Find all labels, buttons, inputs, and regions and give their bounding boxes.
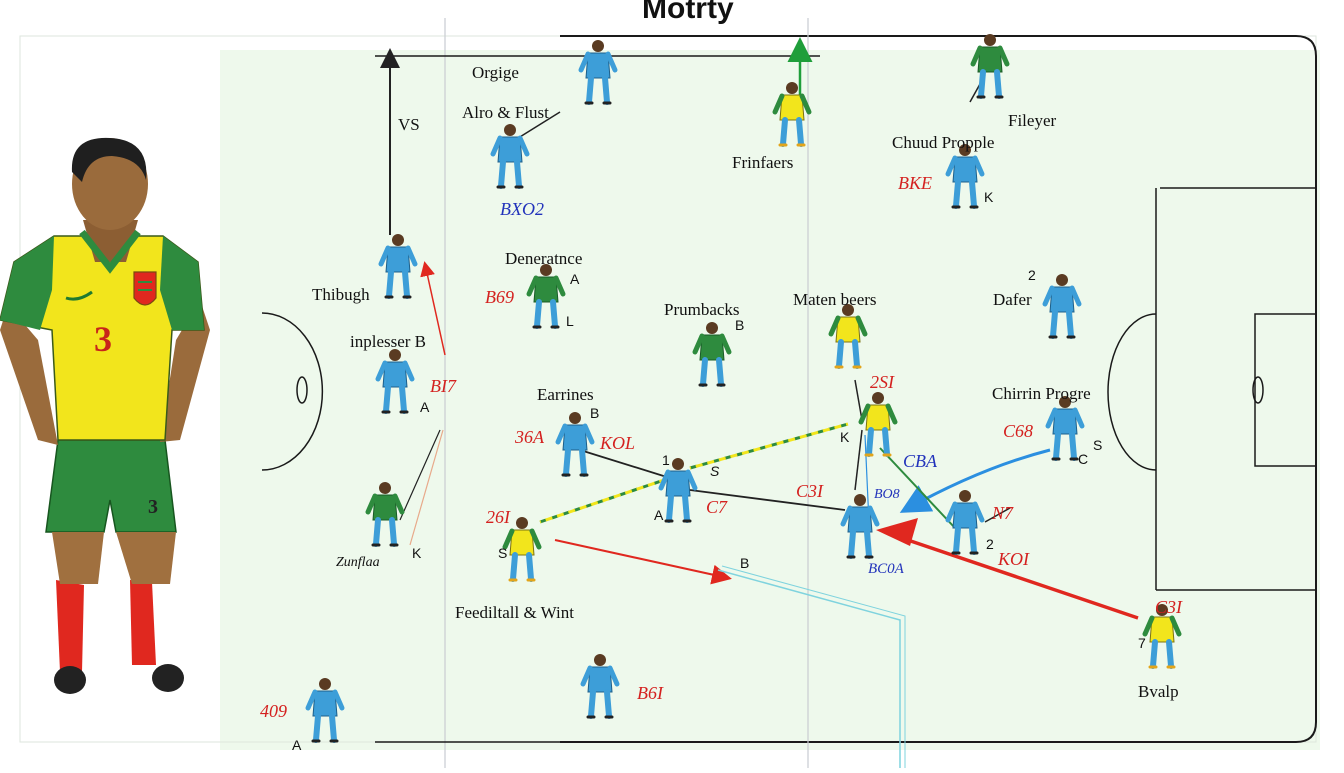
position-code: B69 bbox=[485, 287, 514, 307]
tag-letter: B bbox=[740, 555, 750, 571]
player-label: Orgige bbox=[472, 63, 519, 82]
tag-letter: K bbox=[412, 545, 422, 561]
tag-letter: 2 bbox=[986, 536, 994, 552]
player-label: Zunflaa bbox=[336, 555, 380, 570]
position-code: C7 bbox=[706, 497, 728, 517]
tag-letter: A bbox=[570, 271, 580, 287]
position-code: BO8 bbox=[874, 487, 900, 502]
tag-letter: K bbox=[840, 429, 850, 445]
player-label: Frinfaers bbox=[732, 153, 794, 172]
tag-letter: B bbox=[735, 317, 745, 333]
tag-letter: A bbox=[292, 737, 302, 753]
position-code: C3I bbox=[796, 481, 823, 501]
tag-letter: S bbox=[498, 545, 508, 561]
player-label: Earrines bbox=[537, 385, 594, 404]
position-code: C68 bbox=[1003, 421, 1034, 441]
player-label: Dafer bbox=[993, 290, 1032, 309]
tag-letter: A bbox=[420, 399, 430, 415]
position-code: N7 bbox=[992, 503, 1014, 523]
tag-letter: S bbox=[710, 463, 720, 479]
tag-letter: 2 bbox=[1028, 267, 1036, 283]
position-code: 36A bbox=[515, 427, 544, 447]
player-label: Deneratnce bbox=[505, 249, 583, 268]
tag-letter: K bbox=[984, 189, 994, 205]
position-code: 26I bbox=[486, 507, 510, 527]
player-label: Thibugh bbox=[312, 285, 370, 304]
player-label: Maten beers bbox=[793, 290, 877, 309]
jersey-number: 3 bbox=[94, 319, 112, 359]
tag-letter: 7 bbox=[1138, 635, 1146, 651]
tag-letter: S bbox=[1093, 437, 1103, 453]
position-code: C3I bbox=[1155, 597, 1182, 617]
player-label: Alro & Flust bbox=[462, 103, 549, 122]
position-code: B6I bbox=[637, 683, 663, 703]
shorts-number: 3 bbox=[148, 496, 158, 518]
player-label: Bvalp bbox=[1138, 682, 1179, 701]
player-label: inplesser B bbox=[350, 332, 427, 351]
player-label: Prumbacks bbox=[664, 300, 740, 319]
position-code: KOI bbox=[998, 549, 1029, 569]
page-title: Motrty bbox=[642, 0, 734, 25]
player-label: Feediltall & Wint bbox=[455, 603, 574, 622]
position-code: 409 bbox=[260, 701, 287, 721]
position-code: BC0A bbox=[868, 561, 904, 577]
position-code: BKE bbox=[898, 173, 932, 193]
tag-letter: L bbox=[566, 313, 574, 329]
player-label: Chirrin Progre bbox=[992, 384, 1091, 403]
player-label: Chuud Propple bbox=[892, 133, 995, 152]
position-code: BXO2 bbox=[500, 199, 544, 219]
position-code: CBA bbox=[903, 451, 937, 471]
player-label: Fileyer bbox=[1008, 111, 1057, 130]
featured-player bbox=[0, 137, 210, 694]
tag-letter: C bbox=[1078, 451, 1089, 467]
tag-letter: 1 bbox=[662, 452, 670, 468]
position-code: BI7 bbox=[430, 376, 456, 396]
position-code: KOL bbox=[600, 433, 636, 453]
player-label: VS bbox=[398, 115, 420, 134]
tag-letter: A bbox=[654, 507, 664, 523]
position-code: 2SI bbox=[870, 372, 894, 392]
tag-letter: B bbox=[590, 405, 600, 421]
